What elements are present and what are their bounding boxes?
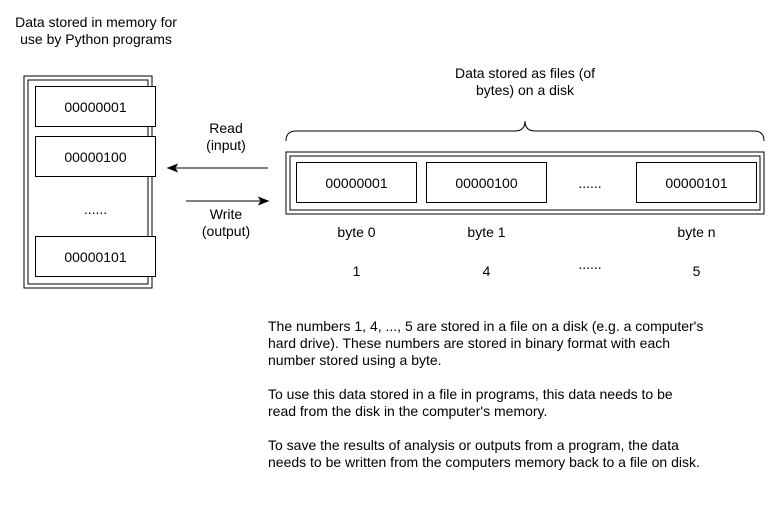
disk-cell-ellipsis: ...... (578, 174, 602, 191)
disk-title-line2: bytes) on a disk (475, 82, 575, 98)
description-para1-line1: The numbers 1, 4, ..., 5 are stored in a… (268, 318, 704, 334)
memory-title: Data stored in memory for use by Python … (0, 14, 192, 48)
write-arrowhead (257, 196, 270, 206)
byte-label-0: byte 0 (337, 224, 376, 240)
write-label-line1: Write (209, 206, 243, 222)
disk-cell-1: 00000100 (426, 162, 547, 203)
read-label-line1: Read (209, 120, 243, 136)
memory-cell-0: 00000001 (35, 86, 156, 127)
description-para2-line1: To use this data stored in a file in pro… (268, 386, 673, 402)
value-n: 5 (692, 263, 701, 279)
write-label-line2: (output) (201, 223, 251, 239)
description-para1-line2: hard drive). These numbers are stored in… (268, 335, 671, 351)
description: The numbers 1, 4, ..., 5 are stored in a… (268, 318, 766, 471)
memory-cell-3: 00000101 (35, 236, 156, 277)
value-ellipsis: ...... (578, 256, 602, 272)
disk-cell-0: 00000001 (296, 162, 417, 203)
memory-title-line1: Data stored in memory for (15, 14, 177, 30)
write-label: Write (output) (190, 206, 262, 240)
memory-cell-ellipsis: ...... (83, 201, 108, 217)
description-para1-line3: number stored using a byte. (268, 352, 442, 368)
value-1: 4 (482, 263, 491, 279)
memory-title-line2: use by Python programs (20, 31, 172, 47)
value-0: 1 (352, 263, 361, 279)
memory-frame-inner (27, 79, 149, 285)
description-spacer-1 (268, 369, 766, 386)
description-para3-line1: To save the results of analysis or outpu… (268, 437, 679, 453)
byte-label-n: byte n (677, 224, 716, 240)
disk-title: Data stored as files (of bytes) on a dis… (420, 65, 630, 99)
description-spacer-2 (268, 420, 766, 437)
disk-frame-inner (289, 155, 761, 211)
byte-label-1: byte 1 (467, 224, 506, 240)
description-para3-line2: needs to be written from the computers m… (268, 454, 700, 470)
read-label: Read (input) (196, 120, 256, 154)
memory-cell-1: 00000100 (35, 136, 156, 177)
description-para2-line2: read from the disk in the computer's mem… (268, 403, 548, 419)
disk-cell-3: 00000101 (636, 162, 757, 203)
read-label-line2: (input) (206, 137, 246, 153)
disk-title-line1: Data stored as files (of (454, 65, 596, 81)
disk-brace (285, 120, 765, 142)
read-arrowhead (166, 163, 179, 173)
